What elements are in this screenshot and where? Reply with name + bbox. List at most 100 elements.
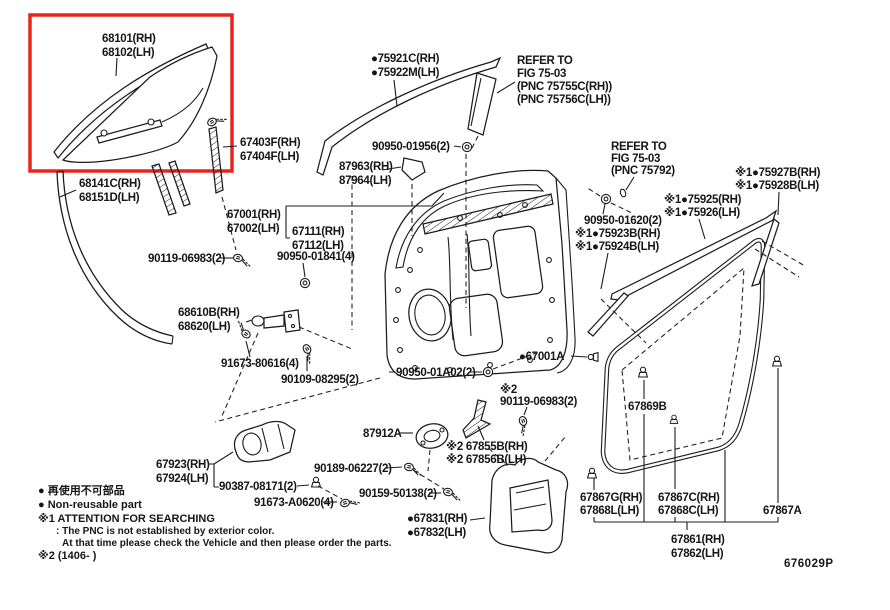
leader-bolt-06983b bbox=[523, 406, 528, 416]
hole-cover-label-1: ●67831(RH) bbox=[407, 513, 468, 525]
pad-label-1: 87963(RH) bbox=[339, 161, 393, 173]
window-frame-inner bbox=[395, 184, 545, 269]
clip-67867C-icon bbox=[669, 414, 679, 424]
clip-67867C-label-2: 67868C(LH) bbox=[658, 505, 719, 517]
dash-15 bbox=[470, 135, 479, 151]
door-check-label-1: 68610B(RH) bbox=[178, 307, 240, 319]
legend-nonreusable-en: ● Non-reusable part bbox=[38, 499, 142, 511]
retainer-75923 bbox=[587, 292, 629, 337]
clip-67869B-label: 67869B bbox=[628, 401, 666, 413]
door-panel-assembly bbox=[384, 169, 576, 380]
leader-bolt-80616 bbox=[245, 340, 251, 358]
construction-lines bbox=[214, 135, 635, 500]
legend-note1-line2: At that time please check the Vehicle an… bbox=[62, 538, 392, 549]
refer-pillar-label-2: FIG 75-03 bbox=[517, 68, 566, 80]
door-glass bbox=[61, 46, 218, 164]
pillar-moulding bbox=[467, 72, 497, 136]
bolt-91673-80616-icon bbox=[232, 320, 254, 341]
regulator-rails bbox=[447, 233, 472, 341]
glass-run-label-1: 68141C(RH) bbox=[79, 178, 141, 190]
grommet-90950-01620-icon bbox=[600, 193, 612, 205]
screw-A0620-label: 91673-A0620(4) bbox=[254, 497, 334, 509]
sash-screw-icon bbox=[205, 111, 228, 130]
clip-67867C-label-1: 67867C(RH) bbox=[658, 492, 720, 504]
screw-91673-A0620-icon bbox=[338, 494, 361, 511]
bracket-67855-label-1: ※2 67855B(RH) bbox=[446, 439, 528, 453]
leader-screw-06227 bbox=[385, 466, 403, 469]
moulding-75927-label-2: ※1●75928B(LH) bbox=[735, 178, 819, 192]
bolt-90119-06983-icon bbox=[231, 252, 254, 268]
leader-clip-67001A bbox=[570, 355, 588, 358]
weatherstrip-label-2: 67862(LH) bbox=[671, 548, 724, 560]
refer-75792-label-2: FIG 75-03 bbox=[611, 153, 660, 165]
screw-90189-06227-icon bbox=[402, 461, 425, 477]
bolt-90119-06983b-icon bbox=[515, 414, 532, 437]
moulding-end-75792 bbox=[619, 188, 627, 198]
clip-90387-08171-icon bbox=[311, 476, 321, 488]
clip-67867A-icon bbox=[772, 355, 782, 367]
moulding-75927-label-1: ※1●75927B(RH) bbox=[735, 165, 821, 179]
door-weatherstrip bbox=[600, 237, 766, 474]
bolt-06983b-label-1: ※2 bbox=[500, 382, 517, 396]
belt-moulding-75925 bbox=[610, 209, 778, 301]
rear-sash-label-2: 67404F(LH) bbox=[240, 151, 299, 163]
service-opening-rear bbox=[492, 225, 544, 299]
clip-67867G-label-1: 67867G(RH) bbox=[580, 492, 643, 504]
legend-note1-title: ※1 ATTENTION FOR SEARCHING bbox=[38, 513, 215, 525]
front-run-channel-2 bbox=[168, 160, 191, 207]
rear-sash-channel bbox=[208, 126, 224, 194]
legend-note1-line1: : The PNC is not established by exterior… bbox=[56, 526, 275, 537]
moulding-75925-label-1: ※1●75925(RH) bbox=[664, 192, 742, 206]
leader-door-glass bbox=[115, 57, 118, 77]
grommet-90950-01956-icon bbox=[461, 141, 473, 153]
refer-75792-label-1: REFER TO bbox=[611, 141, 667, 153]
glass-run-inner bbox=[62, 170, 174, 337]
dash-9 bbox=[544, 435, 567, 462]
small-opening bbox=[467, 238, 493, 272]
panel-holes bbox=[393, 202, 555, 373]
clip-67001A-label: ●67001A bbox=[519, 351, 564, 363]
inner-panel-label-2: 67112(LH) bbox=[292, 240, 344, 252]
outer-moulding-label-1: ●75921C(RH) bbox=[371, 53, 440, 65]
leader-clip-08171 bbox=[296, 484, 310, 487]
dash-5 bbox=[221, 332, 259, 417]
retainer-75923-label-1: ※1●75923B(RH) bbox=[575, 226, 661, 240]
bracket-door-panel bbox=[285, 192, 445, 239]
leader-75927 bbox=[777, 191, 780, 216]
door-panel-label-1: 67001(RH) bbox=[227, 209, 281, 221]
hinge-label-1: 67923(RH) bbox=[156, 459, 210, 471]
inner-panel-edge bbox=[555, 177, 576, 374]
dash-13 bbox=[221, 196, 237, 251]
bolt-80616-label: 91673-80616(4) bbox=[221, 358, 299, 370]
bolt-06983b-label-2: 90119-06983(2) bbox=[500, 396, 577, 408]
leader-75925 bbox=[698, 218, 706, 240]
rear-sash-label-1: 67403F(RH) bbox=[240, 137, 301, 149]
pad-label-2: 87964(LH) bbox=[339, 175, 392, 187]
screw-06227-label: 90189-06227(2) bbox=[314, 463, 392, 475]
clip-67867A-label: 67867A bbox=[763, 505, 801, 517]
pillar-moulding-line bbox=[470, 77, 482, 127]
pad-87912A-label: 87912A bbox=[363, 428, 401, 440]
screw-08295-label: 90109-08295(2) bbox=[281, 374, 359, 386]
door-glass-label-1: 68101(RH) bbox=[102, 33, 156, 45]
dash-7 bbox=[412, 469, 445, 490]
clip-08171-label: 90387-08171(2) bbox=[219, 481, 297, 493]
pad-87912A-part bbox=[415, 423, 449, 449]
leader-rear-sash bbox=[222, 145, 238, 148]
clip-67867G-label-2: 67868L(LH) bbox=[580, 505, 639, 517]
grommet-90950-01A02-icon bbox=[482, 366, 494, 378]
outer-moulding-label-2: ●75922M(LH) bbox=[371, 67, 440, 79]
speaker-opening-inner bbox=[414, 294, 446, 336]
dash-6 bbox=[317, 485, 343, 500]
door-panel-label-2: 67002(LH) bbox=[227, 223, 280, 235]
clip-67867G-icon bbox=[587, 467, 597, 479]
cushion-pad bbox=[401, 157, 426, 181]
bracket-67855-part bbox=[462, 399, 492, 439]
refer-75792-label-3: (PNC 75792) bbox=[611, 165, 675, 177]
highlight-box bbox=[28, 13, 234, 173]
leader-lines bbox=[59, 57, 780, 530]
dash-4 bbox=[214, 377, 381, 423]
dash-11 bbox=[492, 352, 537, 370]
weatherstrip-label-1: 67861(RH) bbox=[671, 534, 725, 546]
